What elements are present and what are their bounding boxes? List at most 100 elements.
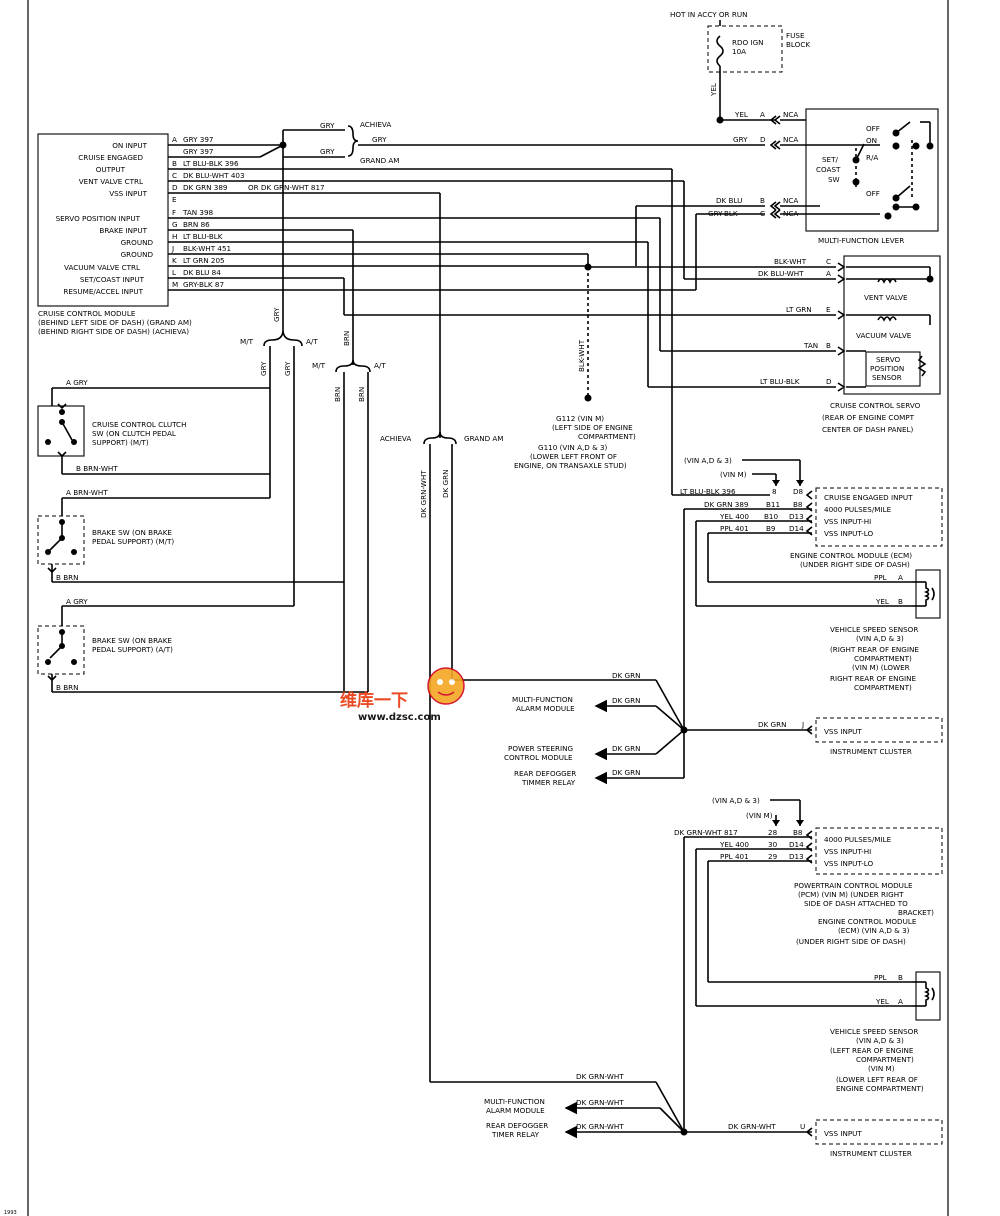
module-wire-id: DK BLU-WHT 403 bbox=[183, 171, 245, 180]
mfl-wire: GRY-BLK bbox=[708, 209, 738, 218]
ecm-label: VSS INPUT-LO bbox=[824, 529, 873, 538]
pcm-caption: (PCM) (VIN M) (UNDER RIGHT bbox=[798, 890, 904, 899]
ecm-label: CRUISE ENGAGED INPUT bbox=[824, 493, 913, 502]
pcm-p2: D13 bbox=[789, 852, 804, 861]
vss1-line: (RIGHT REAR OF ENGINE bbox=[830, 645, 919, 654]
brake-mt-bottom: B BRN bbox=[56, 573, 79, 582]
fuse-wire-yel: YEL bbox=[709, 83, 718, 97]
ecm-wire: YEL 400 bbox=[719, 512, 749, 521]
mfl-ra: R/A bbox=[866, 153, 878, 162]
pcm-vin-1: (VIN A,D & 3) bbox=[712, 796, 760, 805]
vss2-line: (LEFT REAR OF ENGINE bbox=[830, 1046, 914, 1055]
vacuum-coil-icon bbox=[877, 316, 897, 322]
module-wire-alt: OR DK GRN-WHT 817 bbox=[248, 183, 325, 192]
brake-mt-line: PEDAL SUPPORT) (M/T) bbox=[92, 537, 174, 546]
mfl-off-2: OFF bbox=[866, 189, 880, 198]
transmission-branches: GRY BRN M/T A/T GRY GRY M/T A/T BRN BRN … bbox=[240, 307, 504, 1082]
mfa2-wire: DK GRN-WHT bbox=[576, 1098, 624, 1107]
mfl-nca: NCA bbox=[783, 110, 798, 119]
module-pin-label: VACUUM VALVE CTRL bbox=[64, 263, 140, 272]
module-pin-letter: B bbox=[172, 159, 177, 168]
module-wire-id: LT BLU-BLK 396 bbox=[183, 159, 239, 168]
module-pin-letter: H bbox=[172, 232, 177, 241]
rdt1-line: TIMMER RELAY bbox=[521, 778, 576, 787]
module-pin-label: GROUND bbox=[121, 238, 154, 247]
servo-pin: E bbox=[826, 305, 831, 314]
vss1-line: COMPARTMENT) bbox=[854, 654, 912, 663]
pcm-vin-2: (VIN M) bbox=[746, 811, 773, 820]
fuse-block-label-2: BLOCK bbox=[786, 40, 810, 49]
module-wires: GRY GRY ACHIEVA GRAND AM GRY bbox=[168, 120, 836, 496]
ecm-p1: B9 bbox=[766, 524, 776, 533]
brn-a: BRN bbox=[333, 387, 342, 402]
module-pin-letter: D bbox=[172, 183, 178, 192]
pcm-caption: (ECM) (VIN A,D & 3) bbox=[838, 926, 910, 935]
vss2-line: (LOWER LEFT REAR OF bbox=[836, 1075, 918, 1084]
module-caption: CRUISE CONTROL MODULE bbox=[38, 309, 136, 318]
pcm-caption: ENGINE CONTROL MODULE bbox=[818, 917, 917, 926]
vehicle-speed-sensor-2: PPL B YEL A VEHICLE SPEED SENSOR (VIN A,… bbox=[830, 971, 941, 1093]
dkgrn-vert: DK GRN bbox=[441, 470, 450, 498]
ecm-vin-2: (VIN M) bbox=[720, 470, 747, 479]
mfl-sw-1: SET/ bbox=[822, 155, 838, 164]
module-caption: (BEHIND RIGHT SIDE OF DASH) (ACHIEVA) bbox=[38, 327, 189, 336]
brake-mt-top: A BRN-WHT bbox=[66, 488, 108, 497]
sensor-coil-icon bbox=[923, 982, 930, 1006]
brn-top: BRN bbox=[342, 331, 351, 346]
cruise-control-servo: BLK-WHT BLK-WHT C DK BLU-WHT A LT GRN E … bbox=[577, 255, 941, 434]
dk-grn-bus: DK GRN DK GRN J VSS INPUT INSTRUMENT CLU… bbox=[452, 671, 943, 787]
ecm-wire: PPL 401 bbox=[720, 524, 749, 533]
servo-pin: D bbox=[826, 377, 832, 386]
pcm-label: 4000 PULSES/MILE bbox=[824, 835, 892, 844]
psc-line: POWER STEERING bbox=[508, 744, 573, 753]
vent-coil-icon bbox=[877, 278, 897, 284]
potentiometer-icon bbox=[917, 355, 927, 377]
servo-pin: B bbox=[826, 341, 831, 350]
gry-a: GRY bbox=[259, 361, 268, 376]
module-wire-id: LT BLU-BLK bbox=[183, 232, 223, 241]
vss2-line: VEHICLE SPEED SENSOR bbox=[830, 1027, 918, 1036]
ecm-p1: 8 bbox=[772, 487, 777, 496]
rdt2-wire: DK GRN-WHT bbox=[576, 1122, 624, 1131]
mfl-nca: NCA bbox=[783, 135, 798, 144]
sensor-coil-icon bbox=[923, 582, 930, 606]
module-caption: (BEHIND LEFT SIDE OF DASH) (GRAND AM) bbox=[38, 318, 192, 327]
fuse-block-label-1: FUSE bbox=[786, 31, 805, 40]
mfl-on: ON bbox=[866, 136, 877, 145]
at-label-2: A/T bbox=[374, 361, 386, 370]
mt-label-1: M/T bbox=[240, 337, 254, 346]
servo-sensor: SENSOR bbox=[872, 373, 902, 382]
servo-vacuum: VACUUM VALVE bbox=[856, 331, 912, 340]
corner-mark: 1993 bbox=[4, 1210, 17, 1216]
mfl-sw-3: SW bbox=[828, 175, 840, 184]
branch-gry-1: GRY bbox=[320, 121, 335, 130]
servo-caption: CENTER OF DASH PANEL) bbox=[822, 425, 914, 434]
gry-b: GRY bbox=[283, 361, 292, 376]
vss1-line: COMPARTMENT) bbox=[854, 683, 912, 692]
rdt2-line: REAR DEFOGGER bbox=[486, 1121, 548, 1130]
ic1-caption: INSTRUMENT CLUSTER bbox=[830, 747, 912, 756]
ecm-label: 4000 PULSES/MILE bbox=[824, 505, 892, 514]
achieva-label: ACHIEVA bbox=[380, 434, 411, 443]
module-wire-id: GRY 397 bbox=[183, 135, 214, 144]
ground-note: G112 (VIN M) (LEFT SIDE OF ENGINE COMPAR… bbox=[514, 414, 636, 470]
module-pin-label: VENT VALVE CTRL bbox=[79, 177, 143, 186]
vss2-line: (VIN A,D & 3) bbox=[856, 1036, 904, 1045]
multi-function-lever: YEL A NCA GRY D NCA DK BLU B NCA GRY-BLK… bbox=[708, 108, 939, 245]
module-pin-letter: G bbox=[172, 220, 178, 229]
mt-label-2: M/T bbox=[312, 361, 326, 370]
module-pin-letter: F bbox=[172, 208, 176, 217]
watermark-url: www.dzsc.com bbox=[358, 712, 441, 723]
ecm-p1: B11 bbox=[766, 500, 780, 509]
vss1-yel-pin: B bbox=[898, 597, 903, 606]
pcm-p1: 30 bbox=[768, 840, 778, 849]
ic2-label: VSS INPUT bbox=[824, 1129, 862, 1138]
vss2-yel-pin: A bbox=[898, 997, 903, 1006]
pcm-label: VSS INPUT-HI bbox=[824, 847, 871, 856]
ecm-p2: D8 bbox=[793, 487, 804, 496]
mfa1-line: ALARM MODULE bbox=[516, 704, 575, 713]
vss2-line: COMPARTMENT) bbox=[856, 1055, 914, 1064]
clutch-line: SUPPORT) (M/T) bbox=[92, 438, 149, 447]
brake-at-bottom: B BRN bbox=[56, 683, 79, 692]
mascot-logo bbox=[427, 667, 465, 705]
